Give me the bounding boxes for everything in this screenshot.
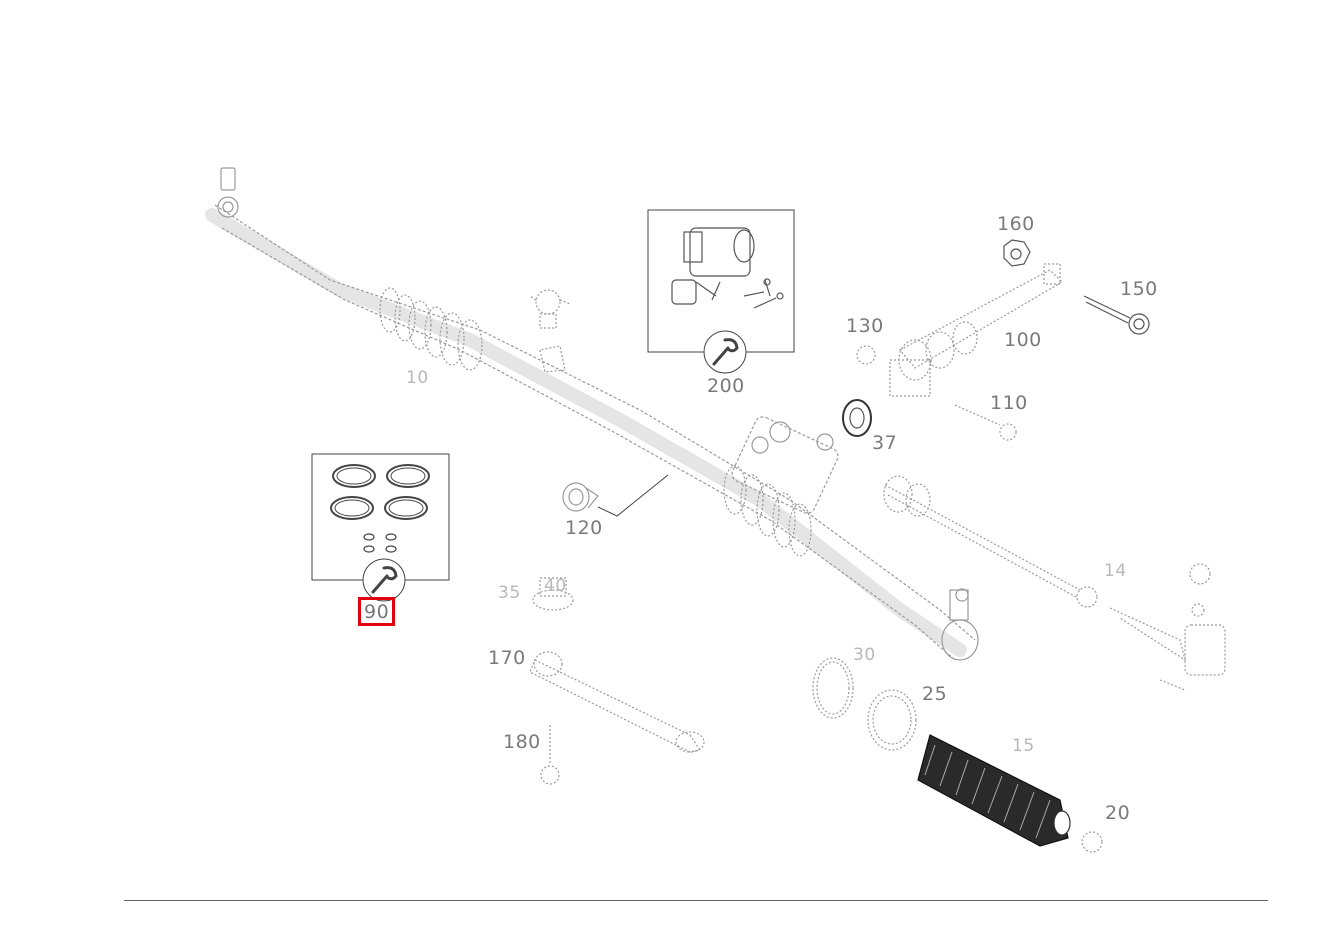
label-130[interactable]: 130 xyxy=(846,315,884,337)
part-110-screw[interactable] xyxy=(954,404,1017,441)
label-160[interactable]: 160 xyxy=(997,213,1035,235)
part-15-boot[interactable] xyxy=(917,734,1071,847)
part-150-bolt[interactable] xyxy=(1083,295,1150,335)
part-160-nut[interactable] xyxy=(1003,239,1031,267)
part-40-fitting[interactable] xyxy=(532,577,574,611)
label-35[interactable]: 35 xyxy=(498,583,521,603)
label-120[interactable]: 120 xyxy=(565,517,603,539)
wrench-icon xyxy=(712,338,739,366)
label-40[interactable]: 40 xyxy=(544,576,567,596)
label-200[interactable]: 200 xyxy=(707,375,745,397)
label-100[interactable]: 100 xyxy=(1004,329,1042,351)
part-45-tie-rod[interactable] xyxy=(883,475,1098,608)
kit-box-90[interactable] xyxy=(311,453,450,581)
label-10[interactable]: 10 xyxy=(406,368,429,388)
part-120-plug[interactable] xyxy=(562,482,599,512)
part-20-clip[interactable] xyxy=(1081,831,1103,853)
kit-box-200[interactable] xyxy=(647,209,795,353)
part-180-bolt[interactable] xyxy=(540,725,560,785)
part-30-clamp[interactable] xyxy=(812,657,854,719)
bottom-divider xyxy=(124,900,1268,901)
label-110[interactable]: 110 xyxy=(990,392,1028,414)
part-170-tie-rod[interactable] xyxy=(529,651,705,753)
label-170[interactable]: 170 xyxy=(488,647,526,669)
label-150[interactable]: 150 xyxy=(1120,278,1158,300)
label-180[interactable]: 180 xyxy=(503,731,541,753)
steering-rack-housing[interactable] xyxy=(205,167,979,661)
part-25-clamp[interactable] xyxy=(867,689,917,751)
part-130-ring[interactable] xyxy=(856,345,876,365)
label-30[interactable]: 30 xyxy=(853,645,876,665)
part-14-tie-rod-end[interactable] xyxy=(1109,563,1226,691)
part-100-valve[interactable] xyxy=(889,263,1063,397)
label-37[interactable]: 37 xyxy=(872,432,898,454)
label-90[interactable]: 90 xyxy=(358,597,396,626)
wrench-icon xyxy=(371,566,398,594)
label-25[interactable]: 25 xyxy=(922,683,948,705)
label-15[interactable]: 15 xyxy=(1012,736,1035,756)
part-37-seal[interactable] xyxy=(842,399,872,437)
label-14[interactable]: 14 xyxy=(1104,561,1127,581)
part-30-fitting[interactable] xyxy=(529,289,571,373)
label-20[interactable]: 20 xyxy=(1105,802,1131,824)
